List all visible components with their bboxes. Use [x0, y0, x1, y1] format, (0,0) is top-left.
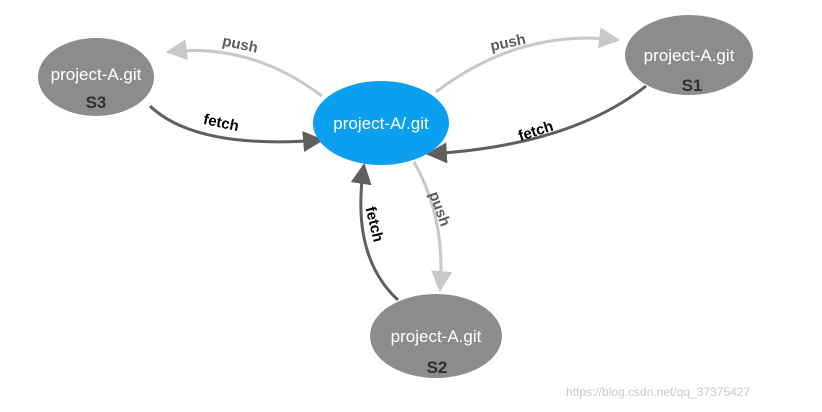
fetch-arrow-s1: [425, 84, 647, 164]
push-arrow-s2: [412, 161, 453, 293]
node-center-label: project-A/.git: [333, 114, 429, 133]
node-s1-id: S1: [682, 76, 703, 95]
push-label-s2: push: [425, 189, 453, 228]
fetch-label-s1: fetch: [516, 118, 555, 145]
node-s3-id: S3: [86, 93, 107, 112]
fetch-arrow-s2: [350, 162, 400, 302]
push-arrow-s1: [435, 27, 621, 94]
node-center: project-A/.git: [313, 81, 449, 165]
push-label-s1: push: [489, 31, 528, 55]
watermark-text: https://blog.csdn.net/qq_37375427: [566, 385, 751, 399]
fetch-label-s3: fetch: [202, 111, 241, 135]
node-s2-id: S2: [427, 358, 448, 377]
node-s3-label: project-A.git: [51, 65, 142, 84]
fetch-arrow-s3: [148, 104, 325, 152]
node-s1-label: project-A.git: [644, 46, 735, 65]
node-s3: project-A.git S3: [38, 38, 154, 116]
node-s2-label: project-A.git: [391, 327, 482, 346]
push-arrow-s3: [165, 39, 323, 98]
node-s1: project-A.git S1: [625, 15, 753, 95]
node-s2: project-A.git S2: [370, 294, 502, 378]
